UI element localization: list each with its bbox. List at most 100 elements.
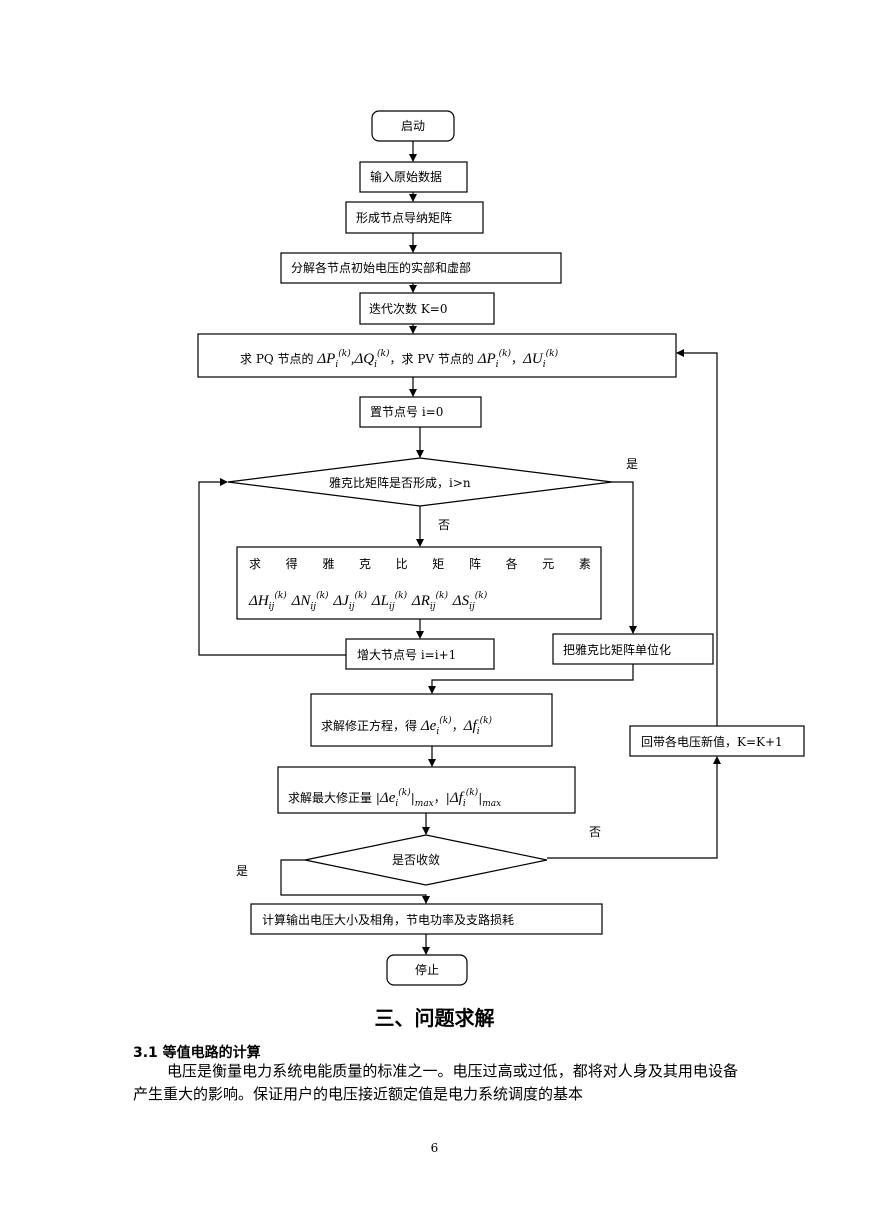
subsection-title: 3.1 等值电路的计算	[133, 1045, 261, 1061]
stop-label: 停止	[414, 963, 439, 977]
sub-i: i	[395, 799, 399, 809]
stop-terminal-shape	[386, 954, 468, 986]
comma-cn: ，	[433, 791, 446, 805]
delta-symbol: Δ	[411, 593, 421, 609]
char: 比	[395, 557, 408, 571]
decompose-voltage-box	[280, 252, 562, 284]
set-node-label: 置节点号 i=0	[370, 405, 444, 419]
var-p: P	[326, 351, 336, 367]
sub-i: i	[542, 360, 546, 370]
var-u: U	[531, 351, 543, 367]
sub-ij: ij	[348, 602, 355, 612]
var-p: P	[486, 351, 496, 367]
unitize-jacobian-label: 把雅克比矩阵单位化	[563, 643, 672, 657]
sup-k: (k)	[545, 349, 559, 359]
delta-symbol: Δ	[420, 718, 430, 734]
iteration-count-label: 迭代次数 K=0	[369, 302, 448, 316]
section-heading: 三、问题求解	[374, 1006, 495, 1030]
jacobian-decision-label: 雅克比矩阵是否形成，i>n	[329, 476, 471, 490]
var-j: J	[342, 593, 349, 609]
sub-i: i	[374, 360, 378, 370]
sub-i: i	[436, 727, 440, 737]
jacobian-elements-formula: ΔHij(k) ΔNij(k) ΔJij(k) ΔLij(k) ΔRij(k) …	[249, 589, 487, 614]
converge-yes-label: 是	[236, 864, 249, 878]
increment-node-label: 增大节点号 i=i+1	[357, 648, 457, 662]
increment-node-box	[345, 638, 495, 670]
char: 求	[249, 557, 262, 571]
solve-correction-label: 求解修正方程，得 Δei(k)，Δfi(k)	[321, 714, 492, 739]
delta-symbol: Δ	[249, 593, 258, 609]
delta-symbol: Δ	[523, 351, 532, 367]
delta-symbol: Δ	[379, 790, 389, 806]
sup-k: (k)	[316, 591, 329, 601]
body-paragraph: 电压是衡量电力系统电能质量的标准之一。电压过高或过低，都将对人身及其用电设备产生…	[133, 1062, 738, 1103]
var-e: e	[388, 790, 396, 806]
sub-ij: ij	[429, 602, 436, 612]
bar: |	[375, 791, 380, 805]
sub-ij: ij	[388, 602, 395, 612]
sub-i: i	[335, 360, 339, 370]
var-n: N	[300, 593, 311, 609]
converge-decision-diamond	[304, 834, 548, 886]
converge-decision-label: 是否收敛	[392, 853, 441, 867]
var-s: S	[461, 593, 470, 609]
delta-symbol: Δ	[449, 790, 459, 806]
compute-output-label: 计算输出电压大小及相角，节电功率及支路损耗	[262, 913, 515, 927]
delta-symbol: Δ	[371, 593, 381, 609]
comma: ,	[350, 351, 355, 367]
max-sub: max	[414, 799, 434, 809]
sub-i: i	[462, 799, 466, 809]
jacobian-elements-box	[236, 546, 602, 620]
sub-i: i	[495, 360, 499, 370]
comma-cn: ，	[511, 352, 524, 366]
delta-symbol: Δ	[317, 351, 327, 367]
solve-prefix: 求解修正方程，得	[321, 719, 421, 733]
update-voltage-label: 回带各电压新值，K=K+1	[641, 735, 783, 749]
max-sub: max	[482, 799, 502, 809]
sup-k: (k)	[439, 716, 452, 726]
sup-k: (k)	[498, 349, 512, 359]
delta-symbol: Δ	[452, 593, 462, 609]
iteration-count-box	[359, 292, 495, 325]
sub-i: i	[476, 727, 480, 737]
jacobian-yes-label: 是	[626, 457, 639, 471]
jacobian-elements-text: 求 得 雅 克 比 矩 阵 各 元 素	[249, 557, 591, 571]
sup-k: (k)	[338, 349, 351, 359]
char: 阵	[468, 557, 481, 571]
sup-k: (k)	[354, 591, 367, 601]
sup-k: (k)	[398, 788, 411, 798]
mismatch-prefix: 求 PQ 节点的	[240, 352, 318, 366]
var-f: f	[472, 718, 477, 734]
converge-no-label: 否	[589, 825, 602, 839]
mismatch-middle: ，求 PV 节点的	[389, 352, 478, 366]
var-f: f	[458, 790, 463, 806]
char: 矩	[432, 557, 445, 571]
delta-symbol: Δ	[463, 718, 473, 734]
decompose-voltage-label: 分解各节点初始电压的实部和虚部	[291, 261, 472, 275]
var-r: R	[420, 593, 430, 609]
delta-symbol: Δ	[333, 593, 343, 609]
delta-symbol: Δ	[477, 351, 487, 367]
max-prefix: 求解最大修正量	[288, 791, 376, 805]
delta-symbol: Δ	[354, 351, 364, 367]
char: 各	[505, 557, 518, 571]
start-label: 启动	[400, 119, 425, 133]
jacobian-no-label: 否	[438, 518, 451, 532]
sub-ij: ij	[268, 602, 275, 612]
delta-symbol: Δ	[291, 593, 301, 609]
var-q: Q	[363, 351, 375, 367]
char: 素	[578, 557, 591, 571]
char: 得	[285, 557, 298, 571]
bar: |	[410, 791, 415, 805]
var-e: e	[429, 718, 437, 734]
form-admittance-label: 形成节点导纳矩阵	[356, 211, 453, 225]
sup-k: (k)	[465, 788, 479, 798]
sup-k: (k)	[394, 591, 408, 601]
sup-k: (k)	[479, 716, 493, 726]
var-h: H	[257, 593, 269, 609]
max-correction-label: 求解最大修正量 |Δei(k)|max，|Δfi(k)|max	[288, 786, 501, 811]
sub-ij: ij	[469, 602, 475, 612]
sup-k: (k)	[377, 349, 390, 359]
